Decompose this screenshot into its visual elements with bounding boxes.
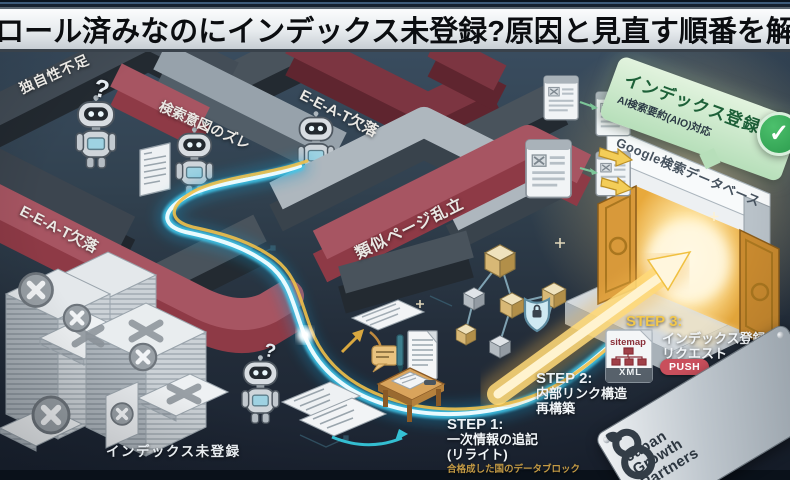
bottom-strip: [0, 470, 790, 480]
step-3-block: インデックス登録 リクエスト: [662, 331, 766, 362]
step-3-label: STEP 3:: [626, 313, 683, 330]
step-2-line1: 内部リンク構造: [536, 386, 628, 402]
sitemap-xml-label: XML: [619, 367, 643, 378]
brand-logo-icon: [605, 428, 656, 480]
top-strip: [0, 0, 790, 7]
page-title: クロール済みなのにインデックス未登録?原因と見直す順番を解説: [0, 16, 790, 48]
step-1-line1: 一次情報の追記: [447, 432, 539, 448]
step-3-label-block: STEP 3:: [626, 313, 682, 330]
sitemap-icon-label: sitemap: [610, 337, 646, 348]
brand-plate: Japan Growth Partners: [593, 322, 790, 480]
step-2-block: STEP 2: 内部リンク構造 再構築: [536, 370, 627, 417]
step-2-line2: 再構築: [536, 401, 576, 417]
check-icon: ✓: [757, 112, 790, 156]
push-badge: PUSH: [660, 359, 710, 375]
step-1-line2: (リライト): [447, 447, 508, 463]
step-1-label: STEP 1:: [447, 416, 504, 433]
step-2-label: STEP 2:: [536, 370, 593, 387]
step-3-line2: リクエスト: [662, 345, 728, 361]
step-1-block: STEP 1: 一次情報の追記 (リライト) 合格成した国のデータブロック: [447, 416, 580, 476]
screw-icon: [775, 330, 786, 340]
step-1-note: 合格成した国のデータブロック: [447, 464, 581, 476]
step-3-line1: インデックス登録: [662, 331, 766, 346]
title-banner: クロール済みなのにインデックス未登録?原因と見直す順番を解説: [0, 7, 790, 52]
not-indexed-label: インデックス未登録: [106, 444, 241, 459]
